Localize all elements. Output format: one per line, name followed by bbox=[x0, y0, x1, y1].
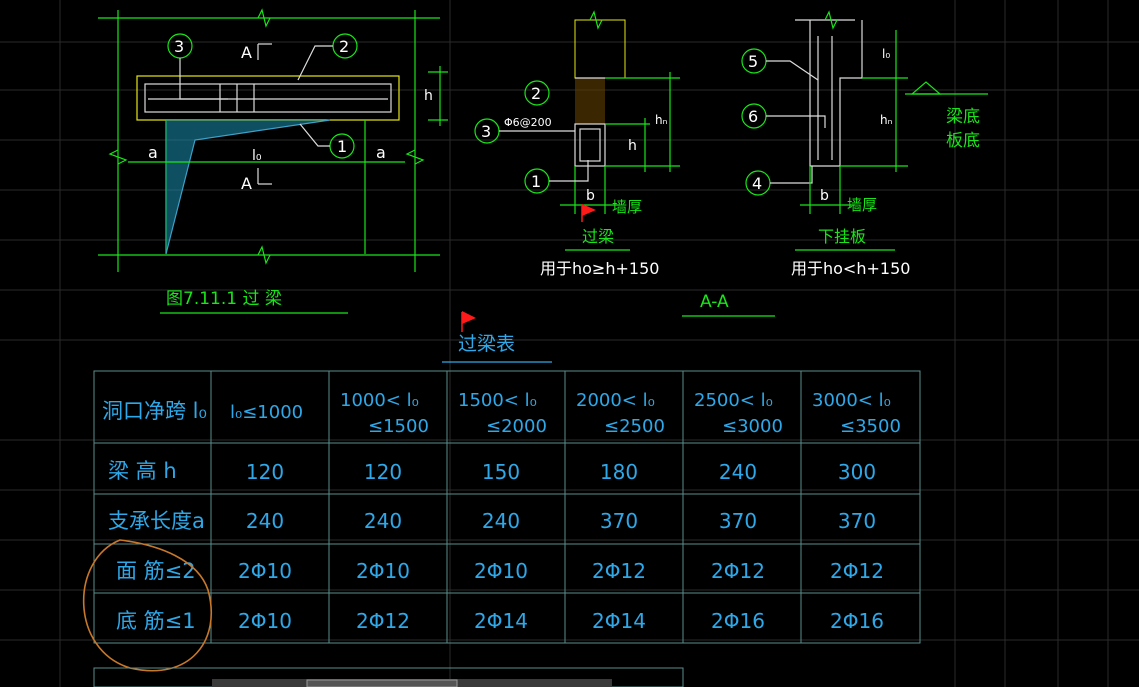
lintel-table: 洞口净跨 l₀ 梁 高 h 支承长度a 面 筋≤2 底 筋≤1 l₀≤1000 … bbox=[93, 370, 921, 644]
bubble-2: 2 bbox=[339, 37, 349, 56]
bubble-5: 5 bbox=[748, 52, 758, 71]
col-header-5-top: 2500< l₀ bbox=[694, 390, 773, 411]
col-header-1: l₀≤1000 bbox=[230, 402, 303, 423]
label-beam-bottom: 梁底 bbox=[946, 107, 980, 127]
use-condition-1: 用于ho≥h+150 bbox=[540, 259, 659, 278]
row-header-bottom-bars: 底 筋≤1 bbox=[116, 609, 196, 633]
bubble-1b: 1 bbox=[531, 172, 541, 191]
dim-l0-v: l₀ bbox=[882, 47, 890, 61]
table-cell: 2Φ16 bbox=[711, 609, 765, 633]
wall-thick-1: 墙厚 bbox=[612, 198, 642, 216]
section-mark-top: A bbox=[241, 43, 252, 62]
table-cell: 2Φ12 bbox=[356, 609, 410, 633]
row-header-height: 梁 高 h bbox=[108, 459, 177, 483]
lintel-elevation: A A a l₀ a h 3 2 1 图7.11.1 过 梁 bbox=[98, 8, 448, 314]
table-cell: 240 bbox=[364, 509, 402, 533]
label-slab-bottom: 板底 bbox=[946, 131, 980, 151]
lower-table-edge bbox=[93, 667, 684, 687]
bubble-4: 4 bbox=[752, 174, 762, 193]
table-title: 过梁表 bbox=[458, 333, 515, 355]
table-cell: 2Φ10 bbox=[238, 559, 292, 583]
col-header-3-bottom: ≤2000 bbox=[486, 416, 547, 437]
section-detail-hanging-slab: l₀ hₙ 梁底 板底 5 6 4 b 墙厚 下挂板 用于ho<h+150 bbox=[741, 10, 988, 278]
dim-h-1: h bbox=[628, 138, 637, 154]
bubble-6: 6 bbox=[748, 107, 758, 126]
table-cell: 2Φ12 bbox=[592, 559, 646, 583]
bubble-3: 3 bbox=[174, 37, 184, 56]
col-header-6-top: 3000< l₀ bbox=[812, 390, 891, 411]
row-header-span: 洞口净跨 l₀ bbox=[102, 399, 207, 423]
stirrup-label: Φ6@200 bbox=[504, 116, 552, 129]
table-cell: 370 bbox=[719, 509, 757, 533]
marker-flag-icon bbox=[582, 204, 596, 216]
table-cell: 150 bbox=[482, 460, 520, 484]
table-cell: 2Φ12 bbox=[830, 559, 884, 583]
col-header-3-top: 1500< l₀ bbox=[458, 390, 537, 411]
section-aa-label: A-A bbox=[700, 292, 729, 312]
table-cell: 2Φ10 bbox=[356, 559, 410, 583]
table-cell: 2Φ10 bbox=[238, 609, 292, 633]
beam-type-hanging: 下挂板 bbox=[818, 227, 866, 246]
bubble-3b: 3 bbox=[481, 122, 491, 141]
table-cell: 240 bbox=[482, 509, 520, 533]
table-cell: 240 bbox=[246, 509, 284, 533]
table-cell: 120 bbox=[364, 460, 402, 484]
col-header-2-bottom: ≤1500 bbox=[368, 416, 429, 437]
table-cell: 2Φ10 bbox=[474, 559, 528, 583]
col-header-6-bottom: ≤3500 bbox=[840, 416, 901, 437]
table-cell: 2Φ16 bbox=[830, 609, 884, 633]
dim-b-2: b bbox=[820, 188, 829, 204]
dim-a-right: a bbox=[376, 143, 386, 162]
wall-thick-2: 墙厚 bbox=[847, 196, 877, 214]
col-header-4-bottom: ≤2500 bbox=[604, 416, 665, 437]
toolbar-input[interactable] bbox=[306, 679, 458, 687]
table-cell: 2Φ14 bbox=[474, 609, 528, 633]
section-detail-lintel: hₙ h b 墙厚 2 3 1 Φ6@200 过梁 用于ho≥h+150 bbox=[474, 10, 680, 278]
dim-h: h bbox=[424, 88, 433, 104]
table-cell: 180 bbox=[600, 460, 638, 484]
table-cell: 240 bbox=[719, 460, 757, 484]
table-cell: 120 bbox=[246, 460, 284, 484]
dim-hn-1: hₙ bbox=[655, 113, 668, 127]
dim-b-1: b bbox=[586, 188, 595, 204]
bubble-1: 1 bbox=[337, 137, 347, 156]
table-cell: 2Φ12 bbox=[711, 559, 765, 583]
table-cell: 300 bbox=[838, 460, 876, 484]
section-mark-bottom: A bbox=[241, 174, 252, 193]
use-condition-2: 用于ho<h+150 bbox=[791, 259, 910, 278]
marker-flag-icon-2 bbox=[462, 311, 476, 324]
figure-title: 图7.11.1 过 梁 bbox=[166, 289, 282, 309]
col-header-4-top: 2000< l₀ bbox=[576, 390, 655, 411]
col-header-2-top: 1000< l₀ bbox=[340, 390, 419, 411]
dim-a-left: a bbox=[148, 143, 158, 162]
beam-type-lintel: 过梁 bbox=[582, 227, 614, 246]
table-cell: 370 bbox=[600, 509, 638, 533]
annotation-circle bbox=[82, 539, 213, 672]
table-cell: 370 bbox=[838, 509, 876, 533]
col-header-5-bottom: ≤3000 bbox=[722, 416, 783, 437]
table-cell: 2Φ14 bbox=[592, 609, 646, 633]
dim-hn-2: hₙ bbox=[880, 113, 893, 127]
bubble-2b: 2 bbox=[531, 84, 541, 103]
dim-l0: l₀ bbox=[252, 148, 262, 164]
row-header-top-bars: 面 筋≤2 bbox=[116, 559, 196, 583]
row-header-bearing: 支承长度a bbox=[108, 509, 205, 533]
